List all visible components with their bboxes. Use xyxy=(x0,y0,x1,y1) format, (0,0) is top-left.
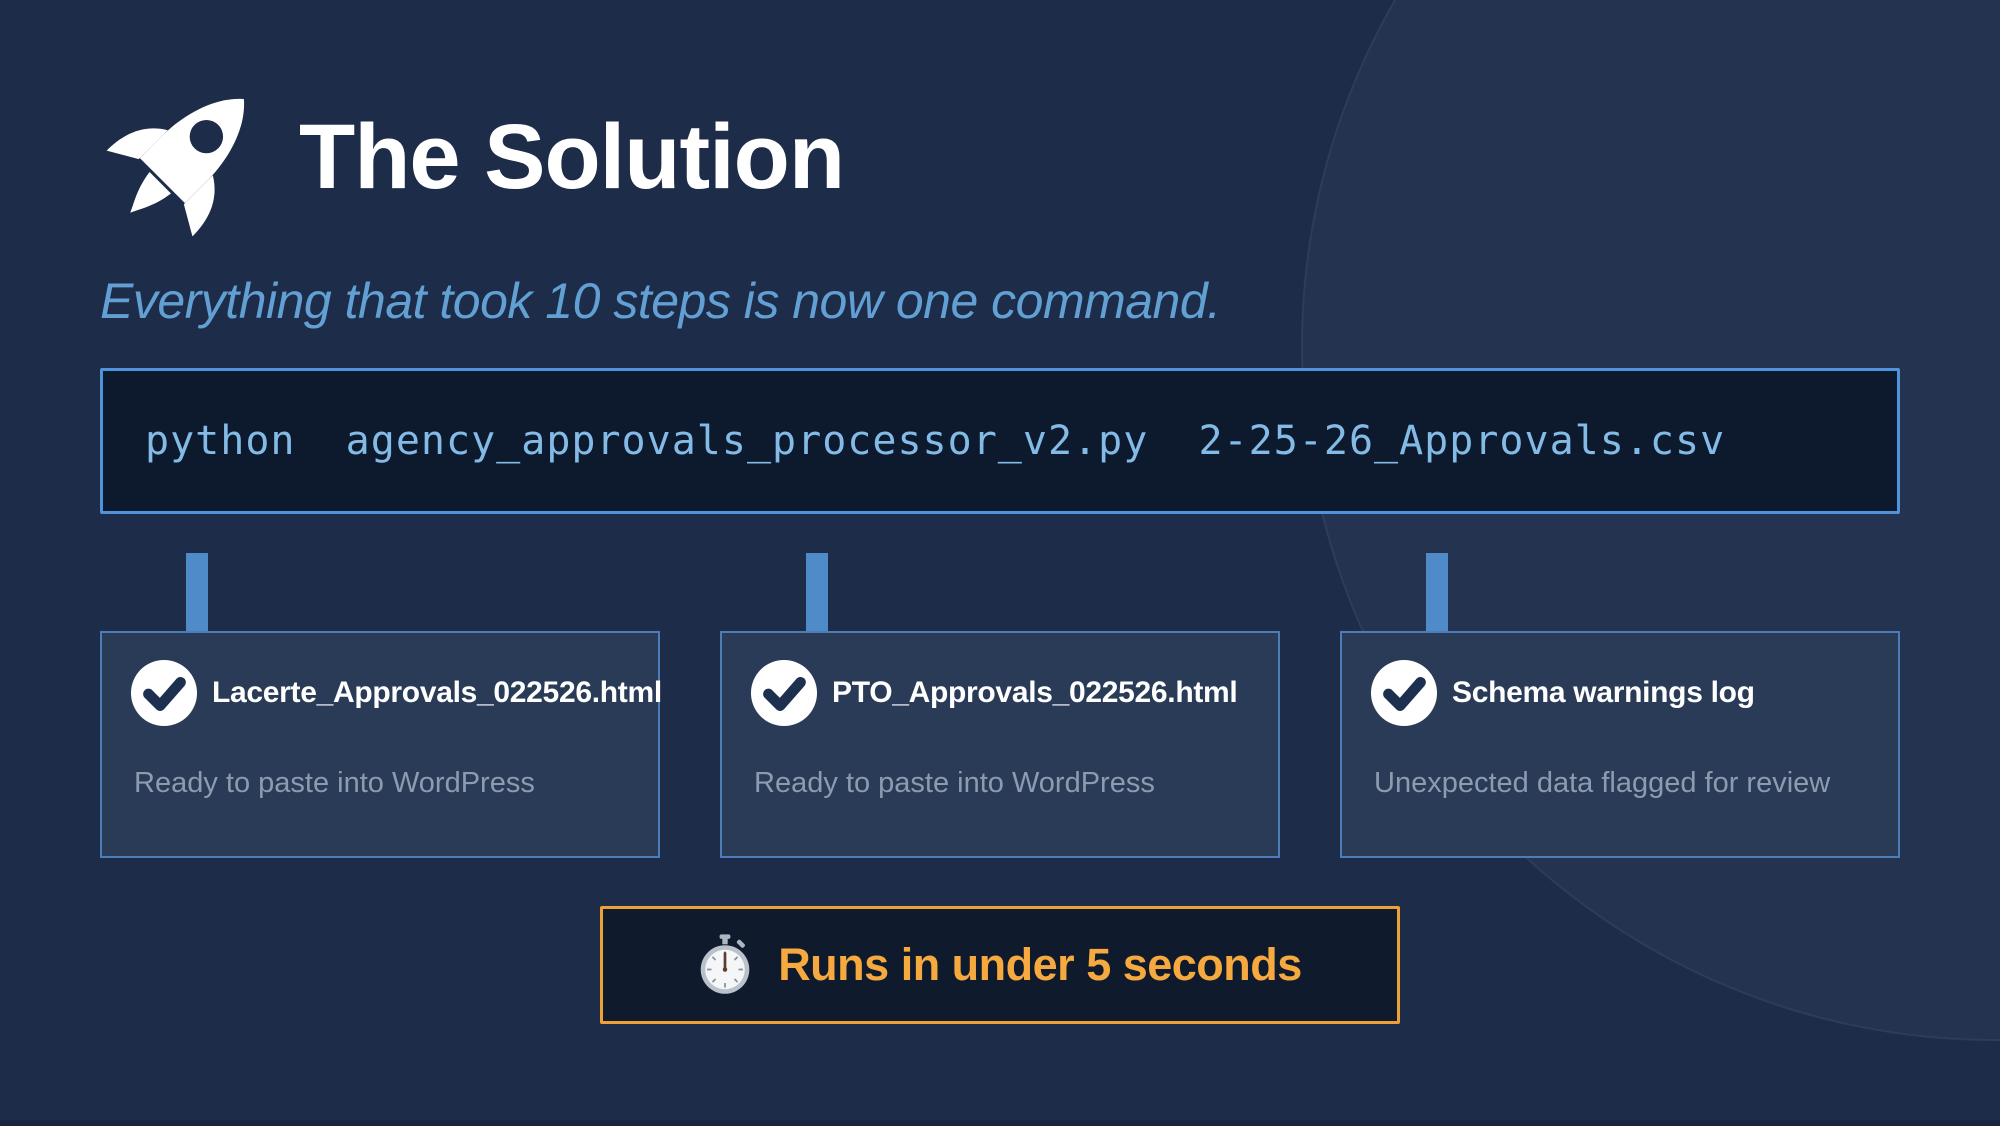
check-circle-icon xyxy=(1370,659,1438,727)
output-card-description: Unexpected data flagged for review xyxy=(1374,767,1831,799)
output-card-header: Schema warnings log xyxy=(1370,659,1870,727)
check-circle-icon xyxy=(130,659,198,727)
connector-line xyxy=(806,553,828,633)
output-card-title: PTO_Approvals_022526.html xyxy=(832,676,1238,709)
stopwatch-icon xyxy=(700,934,750,994)
output-card-pto: PTO_Approvals_022526.html Ready to paste… xyxy=(720,631,1280,858)
connector-line xyxy=(1426,553,1448,633)
command-text: python agency_approvals_processor_v2.py … xyxy=(145,418,1726,464)
output-card-lacerte: Lacerte_Approvals_022526.html Ready to p… xyxy=(100,631,662,858)
bottom-edge-divider xyxy=(0,1120,2000,1126)
check-circle-icon xyxy=(750,659,818,727)
page-title: The Solution xyxy=(299,106,845,208)
subtitle: Everything that took 10 steps is now one… xyxy=(100,273,1221,329)
output-card-header: Lacerte_Approvals_022526.html xyxy=(130,659,662,727)
header: The Solution xyxy=(95,62,845,252)
output-card-description: Ready to paste into WordPress xyxy=(134,767,535,799)
runtime-badge: Runs in under 5 seconds xyxy=(600,906,1400,1024)
output-card-description: Ready to paste into WordPress xyxy=(754,767,1155,799)
output-card-title: Lacerte_Approvals_022526.html xyxy=(212,676,662,709)
background-circle-decoration xyxy=(1301,0,2000,1041)
output-card-title: Schema warnings log xyxy=(1452,676,1755,709)
command-box: python agency_approvals_processor_v2.py … xyxy=(100,368,1900,514)
output-card-header: PTO_Approvals_022526.html xyxy=(750,659,1250,727)
output-card-schema-warnings: Schema warnings log Unexpected data flag… xyxy=(1340,631,1900,858)
runtime-badge-label: Runs in under 5 seconds xyxy=(778,939,1302,990)
connector-line xyxy=(186,553,208,633)
rocket-icon xyxy=(106,99,244,237)
